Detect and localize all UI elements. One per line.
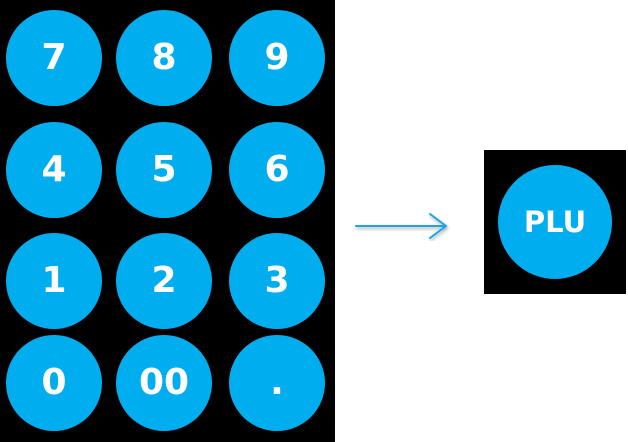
key-label: 3 bbox=[264, 260, 290, 301]
key-2[interactable]: 2 bbox=[116, 233, 212, 329]
key-00[interactable]: 00 bbox=[116, 335, 212, 431]
key-1[interactable]: 1 bbox=[6, 233, 102, 329]
key-label: 00 bbox=[138, 362, 190, 403]
right-arrow-icon bbox=[355, 213, 447, 239]
plu-panel: PLU bbox=[484, 150, 626, 294]
key-7[interactable]: 7 bbox=[6, 10, 102, 106]
key-9[interactable]: 9 bbox=[229, 10, 325, 106]
key-0[interactable]: 0 bbox=[6, 335, 102, 431]
key-label: 5 bbox=[151, 149, 177, 190]
key-8[interactable]: 8 bbox=[116, 10, 212, 106]
plu-label: PLU bbox=[523, 205, 587, 239]
key-label: . bbox=[270, 362, 284, 403]
key-label: 0 bbox=[41, 362, 67, 403]
key-label: 6 bbox=[264, 149, 290, 190]
key-label: 7 bbox=[41, 37, 67, 78]
key-4[interactable]: 4 bbox=[6, 122, 102, 218]
key-label: 2 bbox=[151, 260, 177, 301]
key-decimal-point[interactable]: . bbox=[229, 335, 325, 431]
key-6[interactable]: 6 bbox=[229, 122, 325, 218]
numeric-keypad: 7 8 9 4 5 6 1 2 3 0 00 . bbox=[0, 0, 335, 442]
key-label: 4 bbox=[41, 149, 67, 190]
key-label: 9 bbox=[264, 37, 290, 78]
key-5[interactable]: 5 bbox=[116, 122, 212, 218]
key-label: 1 bbox=[41, 260, 67, 301]
plu-button[interactable]: PLU bbox=[498, 165, 612, 279]
key-label: 8 bbox=[151, 37, 177, 78]
key-3[interactable]: 3 bbox=[229, 233, 325, 329]
